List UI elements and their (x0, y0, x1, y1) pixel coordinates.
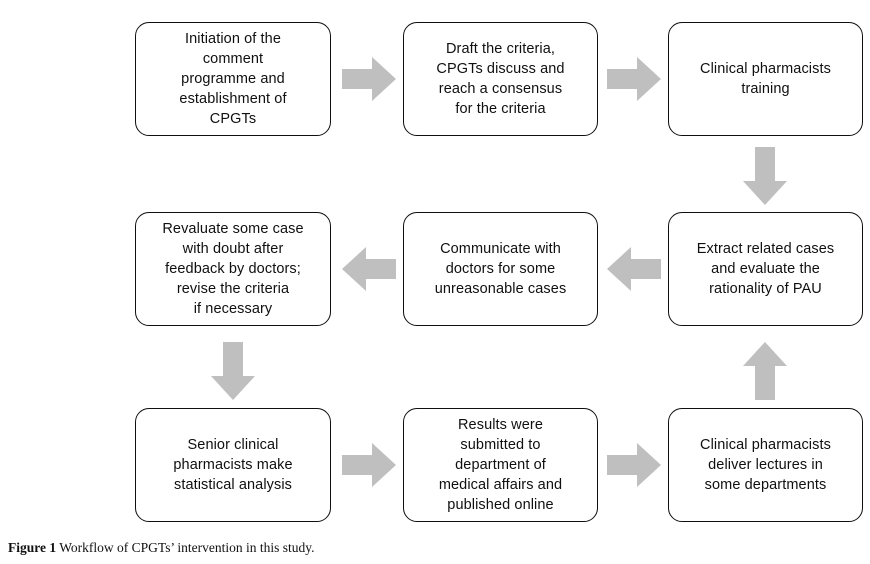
arrow-right-draft-to-training (603, 53, 665, 105)
flow-node-label: Clinical pharmacists deliver lectures in… (700, 437, 831, 493)
arrow-right-results-to-lectures (603, 439, 665, 491)
flow-node-label: Revaluate some case with doubt after fee… (162, 221, 304, 317)
flow-node-initiation: Initiation of the comment programme and … (135, 22, 331, 136)
flow-node-label: Clinical pharmacists training (700, 61, 831, 97)
flow-node-deliver-lectures: Clinical pharmacists deliver lectures in… (668, 408, 863, 522)
arrow-left-extract-to-communicate (603, 243, 665, 295)
arrow-right-analysis-to-results (338, 439, 400, 491)
arrow-down-revaluate-to-analysis (207, 338, 259, 404)
arrow-right-initiation-to-draft (338, 53, 400, 105)
flow-node-pharmacists-training: Clinical pharmacists training (668, 22, 863, 136)
flow-node-communicate-doctors: Communicate with doctors for some unreas… (403, 212, 598, 326)
flow-node-label: Initiation of the comment programme and … (179, 31, 287, 127)
flow-node-draft-criteria: Draft the criteria, CPGTs discuss and re… (403, 22, 598, 136)
arrow-left-communicate-to-revaluate (338, 243, 400, 295)
figure-caption-label: Figure 1 (8, 540, 57, 555)
flow-node-extract-cases: Extract related cases and evaluate the r… (668, 212, 863, 326)
flowchart-canvas: Initiation of the comment programme and … (135, 22, 863, 522)
flow-node-label: Draft the criteria, CPGTs discuss and re… (436, 41, 565, 117)
flow-node-results-submitted: Results were submitted to department of … (403, 408, 598, 522)
flow-node-revaluate-cases: Revaluate some case with doubt after fee… (135, 212, 331, 326)
flow-node-label: Extract related cases and evaluate the r… (696, 241, 835, 297)
figure-caption-text: Workflow of CPGTs’ intervention in this … (56, 540, 315, 555)
figure-caption: Figure 1 Workflow of CPGTs’ intervention… (8, 539, 708, 556)
arrow-down-training-to-extract (739, 143, 791, 209)
flow-node-label: Senior clinical pharmacists make statist… (173, 437, 293, 493)
flow-node-label: Results were submitted to department of … (438, 417, 563, 513)
flow-node-statistical-analysis: Senior clinical pharmacists make statist… (135, 408, 331, 522)
arrow-up-lectures-to-extract (739, 338, 791, 404)
flow-node-label: Communicate with doctors for some unreas… (434, 241, 567, 297)
